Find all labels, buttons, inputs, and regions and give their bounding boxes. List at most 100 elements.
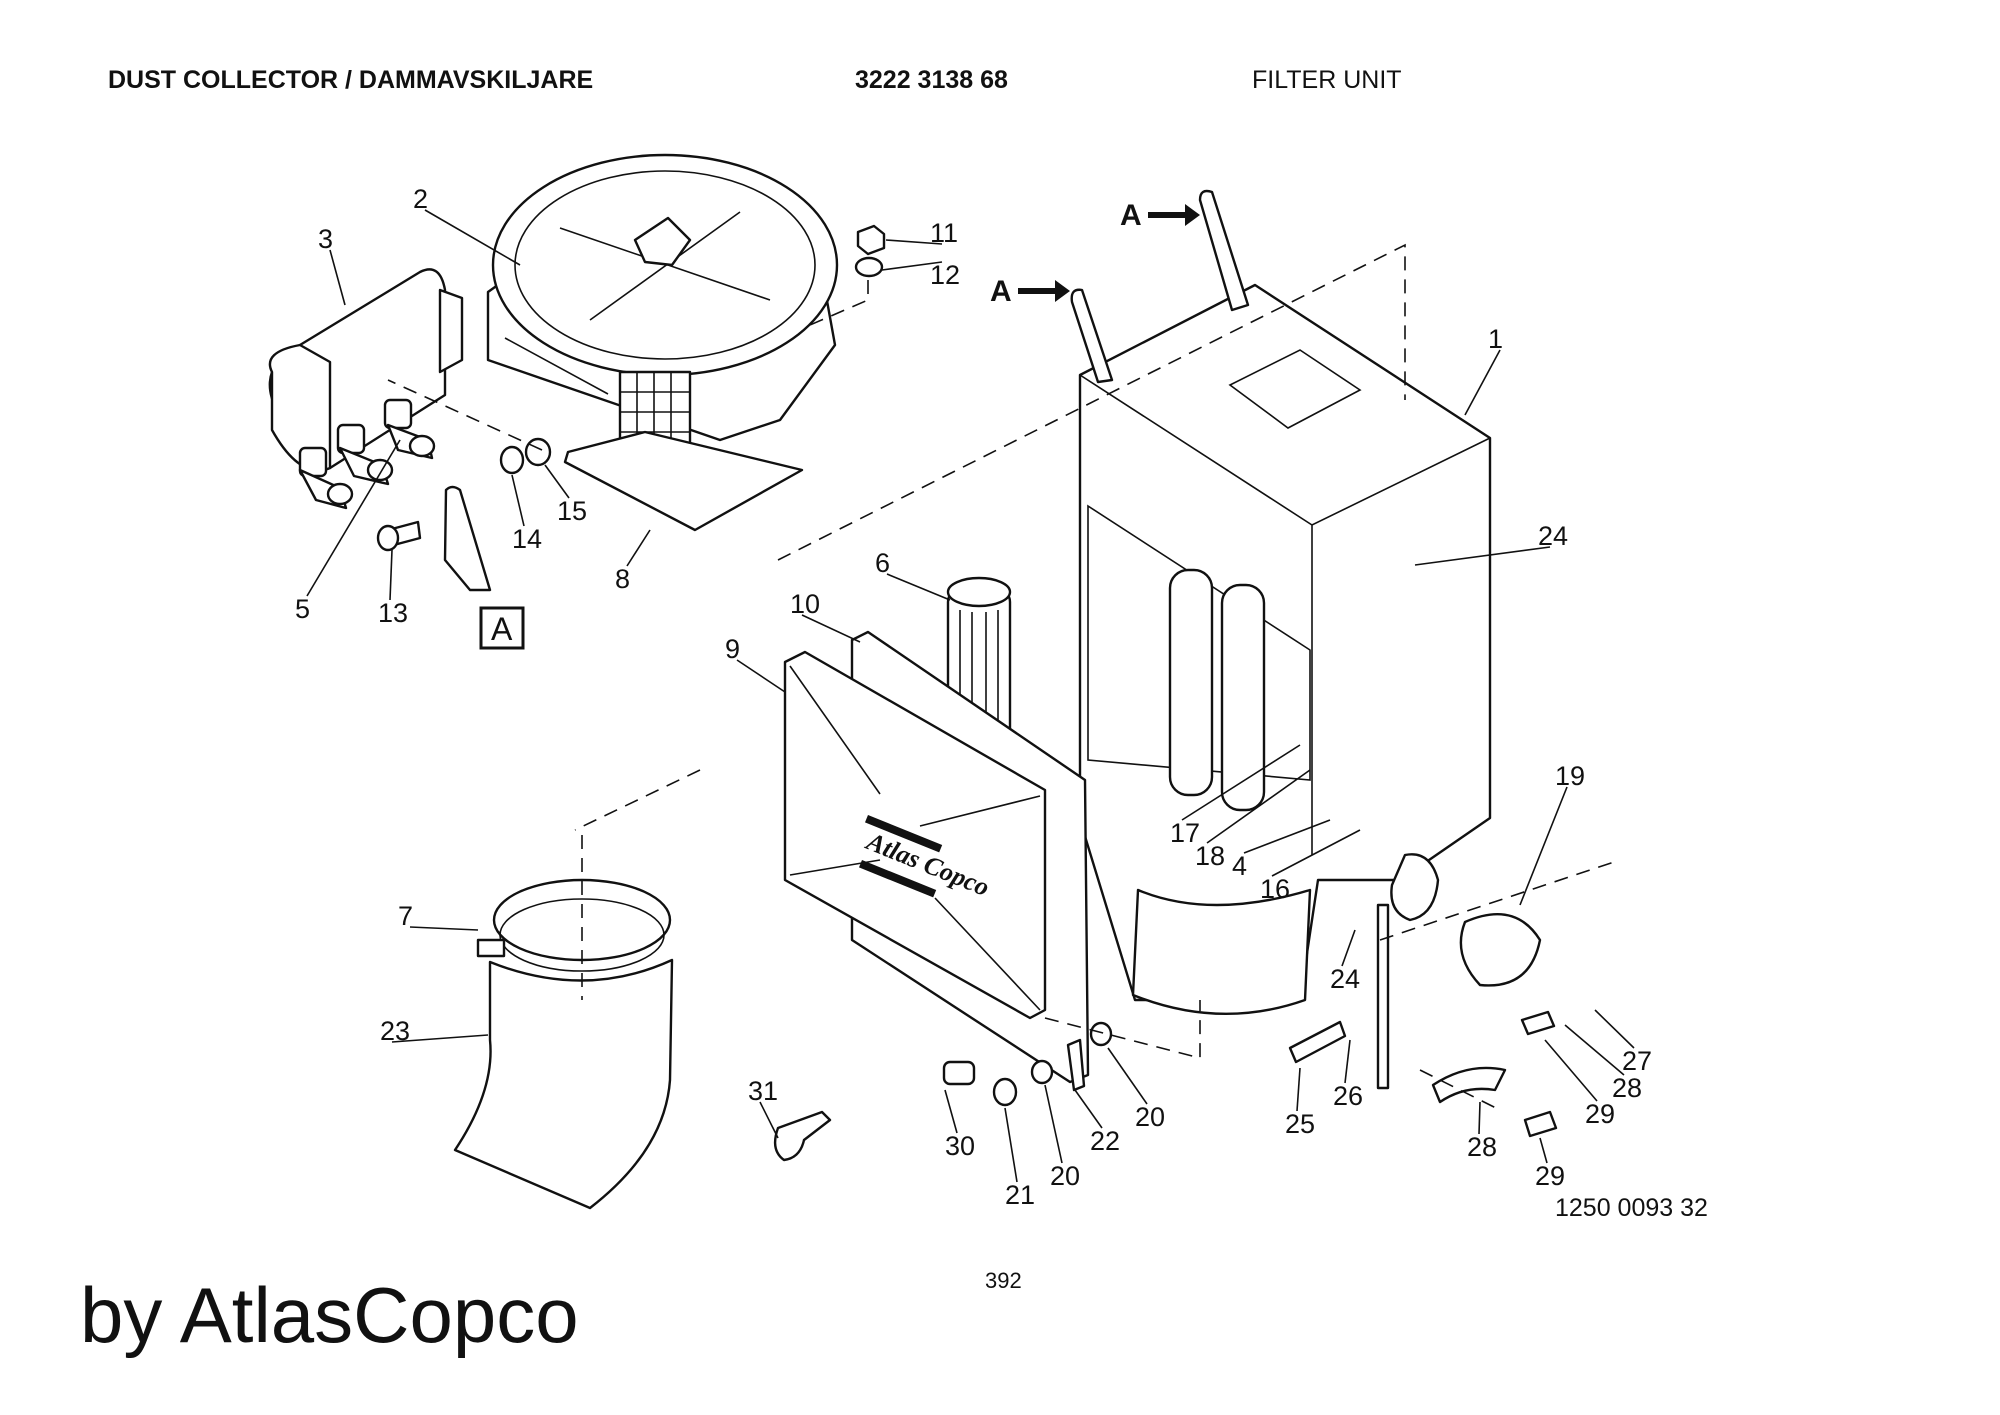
callout-number: 2	[413, 184, 428, 214]
callout-leader-line	[886, 573, 951, 601]
valves-drawing	[298, 398, 436, 510]
callout-20-washer: 20	[1044, 1084, 1080, 1191]
section-title: FILTER UNIT	[1252, 66, 1402, 94]
callout-leader-line	[391, 1034, 489, 1043]
view-marker-label: A	[491, 611, 513, 647]
callout-leader-line	[1519, 786, 1568, 906]
callout-leader-line	[1243, 819, 1331, 854]
callout-leader-line	[1414, 546, 1551, 566]
view-arrow-label: A	[1120, 199, 1142, 232]
callout-number: 12	[930, 260, 960, 290]
callout-leader-line	[1464, 349, 1501, 416]
view-arrows: A A A	[479, 199, 1200, 650]
callout-leader-line	[1544, 1039, 1598, 1102]
callout-leader-line	[801, 614, 861, 643]
callout-29-screw: 29	[1535, 1137, 1565, 1191]
callout-number: 19	[1555, 761, 1585, 791]
callout-leader-line	[1341, 929, 1356, 967]
callout-number: 4	[1232, 851, 1247, 881]
callout-leader-line	[1181, 744, 1301, 821]
part-number: 3222 3138 68	[855, 66, 1008, 94]
dust-bag-drawing	[453, 878, 674, 1210]
callout-number: 24	[1330, 964, 1360, 994]
callout-number: 28	[1467, 1132, 1497, 1162]
callout-number: 20	[1050, 1161, 1080, 1191]
hardware-drawing	[773, 903, 1558, 1162]
callout-24-plug: 24	[1414, 521, 1568, 566]
callout-number: 24	[1538, 521, 1568, 551]
callout-leader-line	[1539, 1137, 1548, 1164]
callout-leader-line	[511, 474, 525, 527]
callout-leader-line	[1564, 1024, 1625, 1076]
callout-leader-line	[424, 209, 521, 266]
callout-number: 23	[380, 1016, 410, 1046]
callout-number: 29	[1535, 1161, 1565, 1191]
callout-24-plug: 24	[1330, 929, 1360, 994]
callout-leader-line	[389, 549, 393, 601]
document-title: DUST COLLECTOR / DAMMAVSKILJARE	[108, 66, 594, 94]
callout-8-gasket: 8	[615, 529, 651, 594]
callout-labels: 1234567891011121314151617181920202122232…	[295, 184, 1652, 1210]
gasket-drawing	[563, 430, 804, 532]
callout-leader-line	[1296, 1067, 1301, 1112]
callout-2-fan-unit: 2	[413, 184, 521, 266]
callout-number: 15	[557, 496, 587, 526]
drawing-number: 1250 0093 32	[1555, 1194, 1708, 1222]
callout-number: 17	[1170, 818, 1200, 848]
callout-12-washer: 12	[881, 260, 960, 290]
callout-leader-line	[881, 261, 943, 271]
callout-number: 13	[378, 598, 408, 628]
callout-number: 21	[1005, 1180, 1035, 1210]
callout-21-screw: 21	[1004, 1107, 1035, 1210]
callout-number: 14	[512, 524, 542, 554]
callout-number: 6	[875, 548, 890, 578]
callout-29-screw: 29	[1544, 1039, 1615, 1129]
callout-leader-line	[1271, 829, 1361, 877]
view-marker-box	[479, 606, 525, 650]
callout-11-nut: 11	[885, 218, 958, 248]
callout-25-screw: 25	[1285, 1067, 1315, 1139]
callout-26-washer: 26	[1333, 1039, 1363, 1111]
callout-leader-line	[1344, 1039, 1351, 1084]
callout-3-air-tank: 3	[318, 224, 346, 306]
cover-drawing: Atlas Copco	[783, 650, 1047, 1020]
callout-16-screw: 16	[1260, 829, 1361, 904]
assembly-dashed-lines	[387, 243, 1621, 1111]
callout-1-housing: 1	[1464, 324, 1503, 416]
callout-leader-line	[544, 464, 570, 499]
callout-number: 16	[1260, 874, 1290, 904]
callout-number: 7	[398, 901, 413, 931]
callout-28-washer: 28	[1564, 1024, 1642, 1103]
callout-15-nut: 15	[544, 464, 587, 526]
callout-number: 9	[725, 634, 740, 664]
callout-9-cover: 9	[725, 634, 786, 693]
callout-number: 18	[1195, 841, 1225, 871]
nut-washer-drawing	[854, 224, 886, 278]
housing-drawing	[1070, 189, 1492, 1015]
callout-4-bracket: 4	[1232, 819, 1331, 881]
callout-13-screw: 13	[378, 549, 408, 628]
callout-leader-line	[736, 659, 786, 693]
callout-number: 5	[295, 594, 310, 624]
washer-nut-drawing	[499, 437, 552, 475]
callout-31-key: 31	[748, 1076, 779, 1139]
callout-7-hose-clamp: 7	[398, 901, 479, 931]
callout-number: 26	[1333, 1081, 1363, 1111]
callout-19-sleeve: 19	[1519, 761, 1585, 906]
callout-number: 22	[1090, 1126, 1120, 1156]
callout-leader-line	[944, 1089, 958, 1134]
callout-number: 30	[945, 1131, 975, 1161]
callout-leader-line	[409, 926, 479, 931]
callout-27-clip: 27	[1594, 1009, 1652, 1076]
screw-bracket-drawing	[376, 485, 492, 592]
callout-leader-line	[1044, 1084, 1063, 1164]
callout-number: 11	[930, 218, 958, 248]
callout-leader-line	[1004, 1107, 1018, 1183]
callout-leader-line	[1074, 1089, 1103, 1129]
callout-number: 31	[748, 1076, 778, 1106]
callout-20-washer: 20	[1107, 1047, 1165, 1132]
callout-leader-line	[1206, 769, 1311, 844]
callout-leader-line	[1478, 1101, 1481, 1135]
callout-leader-line	[306, 439, 401, 597]
